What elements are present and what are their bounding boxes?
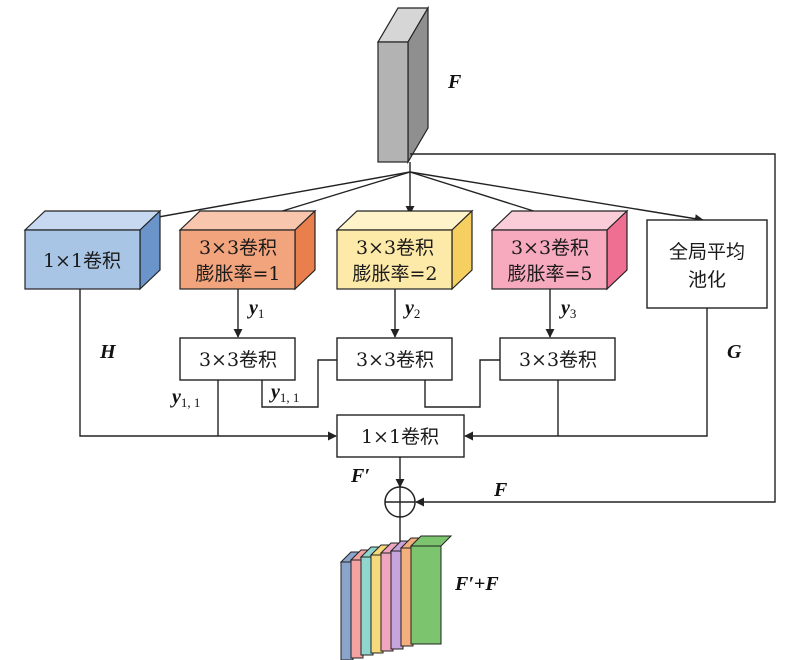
conv-b-block: 3×3卷积 bbox=[336, 337, 453, 381]
inner-wires bbox=[79, 289, 708, 557]
dilated-conv-1-block: 3×3卷积 膨胀率=1 bbox=[178, 209, 317, 291]
dilated-conv-5-line1: 3×3卷积 bbox=[511, 237, 589, 259]
conv-a-label: 3×3卷积 bbox=[199, 349, 277, 371]
label-y1: y1 bbox=[247, 297, 264, 321]
label-y3-sub: 3 bbox=[570, 306, 577, 321]
label-y2: y2 bbox=[403, 297, 420, 321]
dilated-conv-2-front bbox=[336, 229, 453, 290]
label-y1-sub: 1 bbox=[258, 306, 265, 321]
fuse-conv-label: 1×1卷积 bbox=[361, 426, 439, 448]
label-y2-sub: 2 bbox=[414, 306, 421, 321]
dilated-conv-2-block: 3×3卷积 膨胀率=2 bbox=[335, 209, 474, 291]
stack-layer bbox=[409, 535, 453, 645]
dilated-conv-5-block: 3×3卷积 膨胀率=5 bbox=[490, 209, 629, 291]
label-y11-right: y1, 1 bbox=[269, 381, 299, 405]
label-output-F: F bbox=[484, 573, 499, 595]
label-output-plus: + bbox=[474, 573, 485, 595]
global-avg-pool-block: 全局平均 池化 bbox=[646, 219, 768, 309]
label-y1-var: y bbox=[247, 297, 258, 319]
dilated-conv-1-front bbox=[179, 229, 296, 290]
output-feature-stack bbox=[339, 535, 453, 660]
label-output: F′+F bbox=[454, 573, 499, 595]
global-avg-pool-box bbox=[646, 219, 768, 309]
label-y2-var: y bbox=[403, 297, 414, 319]
input-front-face bbox=[377, 41, 409, 163]
input-label-F: F bbox=[447, 71, 462, 93]
dilated-conv-2-line1: 3×3卷积 bbox=[356, 237, 434, 259]
label-y11-left: y1, 1 bbox=[170, 386, 200, 410]
conv-c-block: 3×3卷积 bbox=[499, 337, 616, 381]
conv-b-label: 3×3卷积 bbox=[356, 349, 434, 371]
label-output-prime: F′ bbox=[454, 573, 474, 595]
dilated-conv-1-line1: 3×3卷积 bbox=[199, 237, 277, 259]
label-y3: y3 bbox=[559, 297, 576, 321]
input-feature-map bbox=[376, 5, 430, 165]
dilated-conv-5-line2: 膨胀率=5 bbox=[507, 263, 592, 285]
conv1x1-front bbox=[24, 229, 141, 290]
label-H: H bbox=[99, 341, 117, 363]
label-G: G bbox=[727, 341, 742, 363]
dilated-conv-5-front bbox=[491, 229, 608, 290]
conv1x1-block: 1×1卷积 bbox=[23, 209, 162, 291]
label-y11-right-sub: 1, 1 bbox=[280, 390, 300, 405]
label-y11-right-var: y bbox=[269, 381, 280, 403]
global-avg-pool-line1: 全局平均 bbox=[669, 241, 745, 263]
conv1x1-top bbox=[23, 210, 162, 231]
sum-node bbox=[384, 486, 416, 518]
conv1x1-label: 1×1卷积 bbox=[43, 250, 121, 272]
label-y11-left-sub: 1, 1 bbox=[181, 395, 201, 410]
global-avg-pool-line2: 池化 bbox=[688, 269, 726, 291]
dilated-conv-1-top bbox=[178, 210, 317, 231]
dilated-conv-1-line2: 膨胀率=1 bbox=[195, 263, 280, 285]
dilated-conv-2-line2: 膨胀率=2 bbox=[352, 263, 437, 285]
fuse-conv-block: 1×1卷积 bbox=[336, 414, 465, 458]
label-y11-left-var: y bbox=[170, 386, 181, 408]
conv-c-label: 3×3卷积 bbox=[519, 349, 597, 371]
dilated-conv-5-top bbox=[490, 210, 629, 231]
label-y3-var: y bbox=[559, 297, 570, 319]
conv-a-block: 3×3卷积 bbox=[179, 337, 296, 381]
dilated-conv-2-top bbox=[335, 210, 474, 231]
label-F-skip: F bbox=[493, 479, 508, 501]
label-Fprime: F′ bbox=[350, 465, 370, 487]
